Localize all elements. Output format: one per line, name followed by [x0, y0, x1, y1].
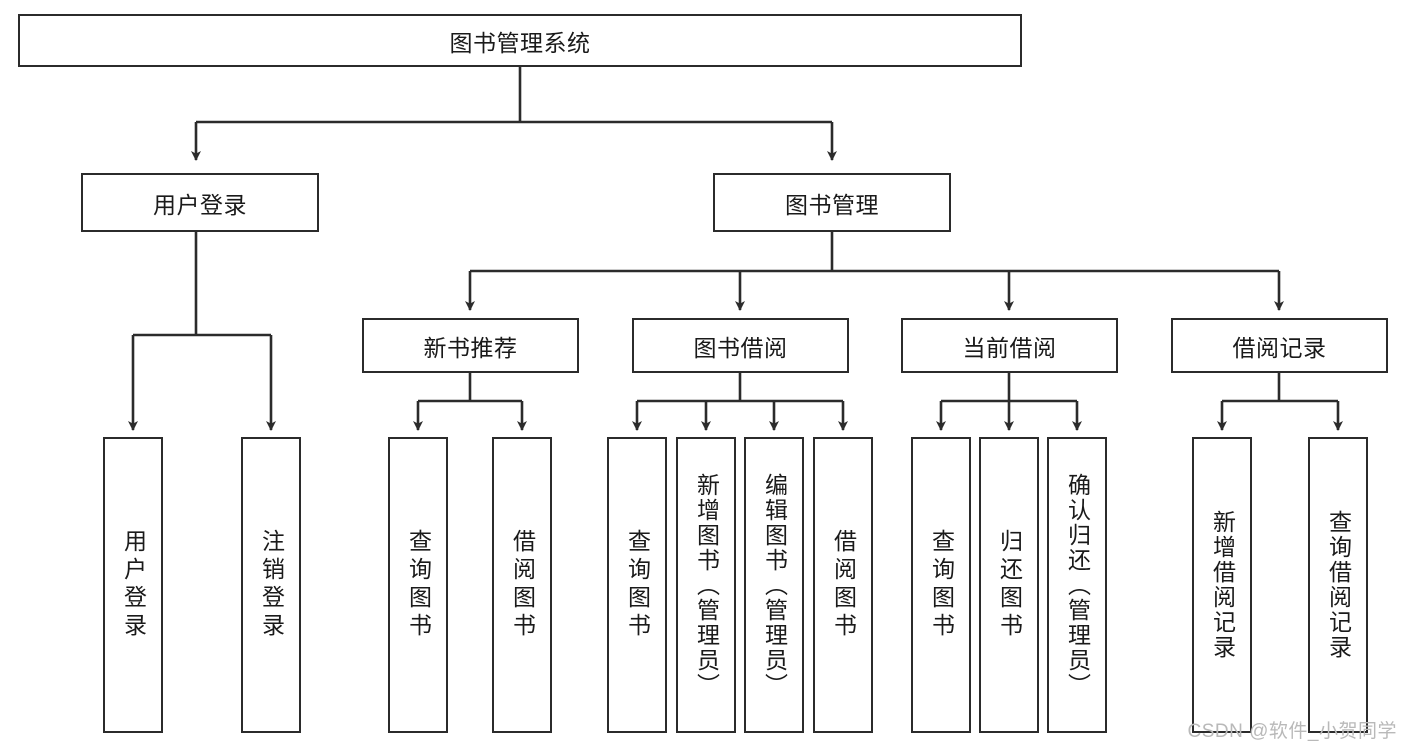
leaf-edit-book-admin[interactable]: 编辑图书（管理员） — [744, 437, 804, 733]
leaf-query-borrow-record-label: 查询借阅记录 — [1325, 510, 1352, 660]
node-root-label: 图书管理系统 — [449, 29, 591, 56]
node-borrow-record[interactable]: 借阅记录 — [1171, 318, 1388, 373]
leaf-borrow-book-borrow[interactable]: 借阅图书 — [813, 437, 873, 733]
leaf-query-book-current[interactable]: 查询图书 — [911, 437, 971, 733]
leaf-add-borrow-record[interactable]: 新增借阅记录 — [1192, 437, 1252, 733]
node-book-borrow-label: 图书借阅 — [693, 334, 788, 361]
leaf-return-book-label: 归还图书 — [996, 529, 1023, 641]
leaf-add-book-admin-label: 新增图书（管理员） — [693, 472, 720, 698]
leaf-add-borrow-record-label: 新增借阅记录 — [1209, 510, 1236, 660]
node-user-login[interactable]: 用户登录 — [81, 173, 319, 232]
node-book-management[interactable]: 图书管理 — [713, 173, 951, 232]
node-borrow-record-label: 借阅记录 — [1232, 334, 1327, 361]
leaf-confirm-return-admin-label: 确认归还（管理员） — [1064, 472, 1091, 698]
leaf-user-logout[interactable]: 注销登录 — [241, 437, 301, 733]
leaf-confirm-return-admin[interactable]: 确认归还（管理员） — [1047, 437, 1107, 733]
leaf-query-borrow-record[interactable]: 查询借阅记录 — [1308, 437, 1368, 733]
leaf-return-book[interactable]: 归还图书 — [979, 437, 1039, 733]
leaf-user-logout-label: 注销登录 — [258, 529, 285, 641]
leaf-query-book-newbook[interactable]: 查询图书 — [388, 437, 448, 733]
leaf-edit-book-admin-label: 编辑图书（管理员） — [761, 472, 788, 698]
node-book-management-label: 图书管理 — [785, 191, 879, 218]
leaf-query-book-borrow[interactable]: 查询图书 — [607, 437, 667, 733]
leaf-query-book-current-label: 查询图书 — [928, 529, 955, 641]
node-current-borrow-label: 当前借阅 — [962, 334, 1057, 361]
leaf-borrow-book-borrow-label: 借阅图书 — [830, 529, 857, 641]
leaf-borrow-book-newbook[interactable]: 借阅图书 — [492, 437, 552, 733]
leaf-user-login-label: 用户登录 — [120, 529, 147, 641]
leaf-user-login[interactable]: 用户登录 — [103, 437, 163, 733]
node-new-book-recommend-label: 新书推荐 — [423, 334, 518, 361]
node-book-borrow[interactable]: 图书借阅 — [632, 318, 849, 373]
leaf-borrow-book-newbook-label: 借阅图书 — [509, 529, 536, 641]
leaf-query-book-borrow-label: 查询图书 — [624, 529, 651, 641]
leaf-add-book-admin[interactable]: 新增图书（管理员） — [676, 437, 736, 733]
leaf-query-book-newbook-label: 查询图书 — [405, 529, 432, 641]
node-current-borrow[interactable]: 当前借阅 — [901, 318, 1118, 373]
node-new-book-recommend[interactable]: 新书推荐 — [362, 318, 579, 373]
node-root[interactable]: 图书管理系统 — [18, 14, 1022, 67]
node-user-login-label: 用户登录 — [153, 191, 247, 218]
